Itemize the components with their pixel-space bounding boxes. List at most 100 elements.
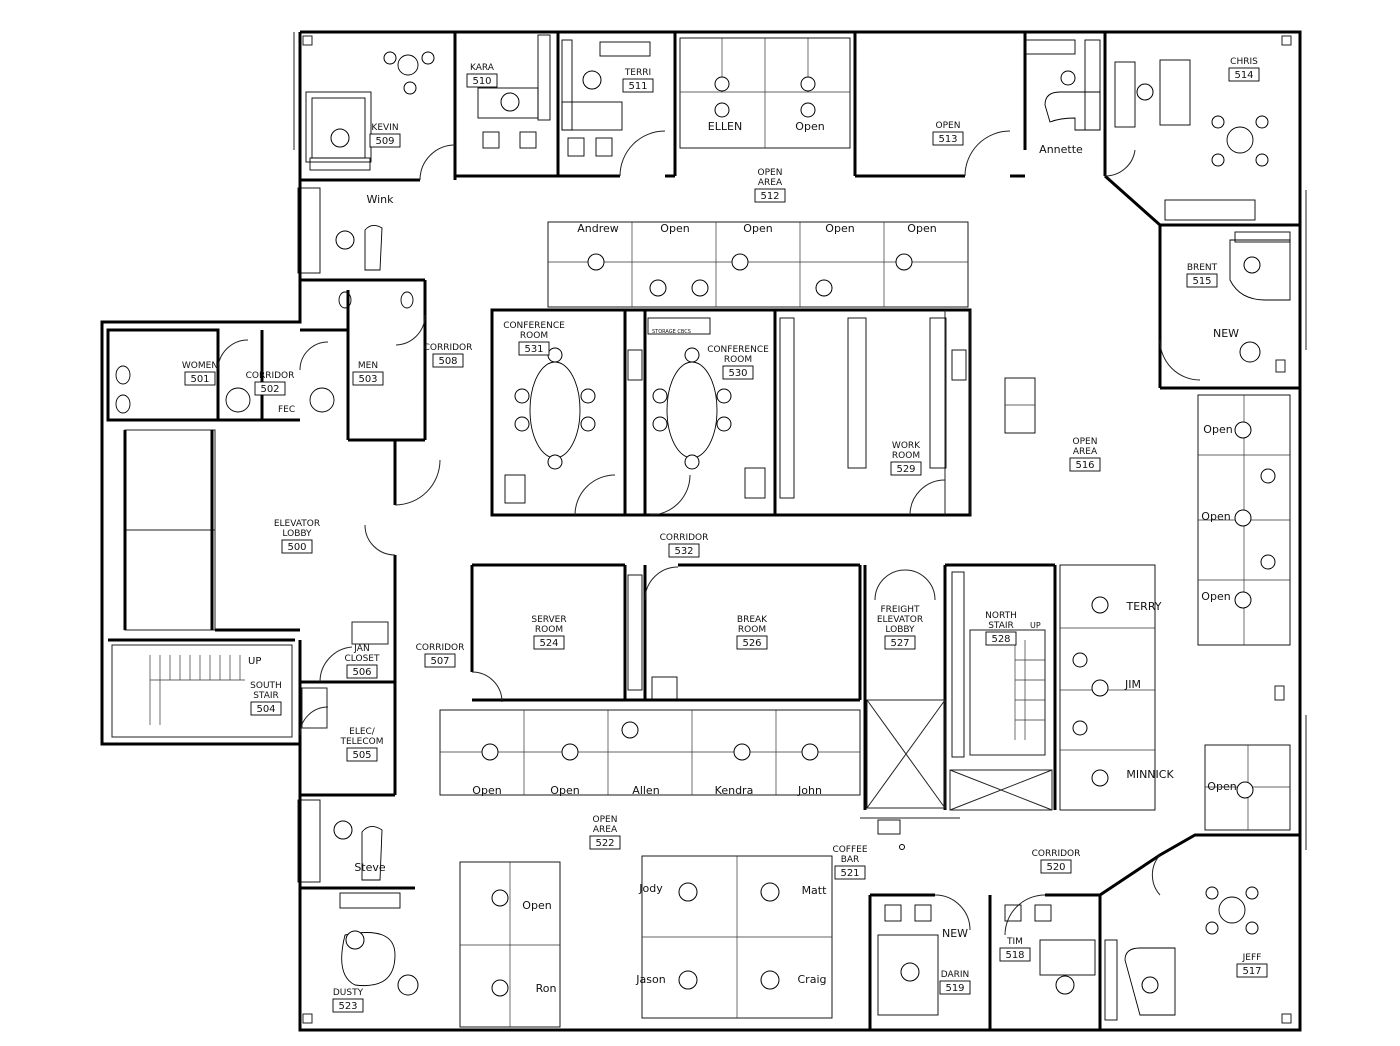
- occupant-label: Open: [795, 120, 824, 133]
- room-name: STAIR: [253, 691, 279, 701]
- workstation-cluster-center-east: [1059, 564, 1156, 811]
- room-number: 503: [358, 374, 377, 385]
- room-name: JAN: [353, 644, 369, 654]
- room-number: 530: [728, 368, 747, 379]
- room-number-box: [884, 635, 916, 650]
- occupant-label: NEW: [942, 927, 968, 940]
- occupant-label: Open: [907, 222, 936, 235]
- workstation-row-south: [439, 709, 861, 796]
- occupant-label: MINNICK: [1126, 768, 1174, 781]
- room-name: SOUTH: [250, 681, 282, 691]
- room-number-box: [668, 543, 700, 558]
- room-name: TELECOM: [339, 737, 383, 747]
- chris-office-furniture: [1114, 59, 1269, 221]
- room-number: 518: [1005, 950, 1024, 961]
- room-name: CHRIS: [1230, 57, 1258, 67]
- room-name: SERVER: [531, 615, 566, 625]
- south-core-walls: [470, 563, 1057, 850]
- occupant-label: Open: [1201, 590, 1230, 603]
- room-number-box: [254, 381, 286, 396]
- room-number: 508: [438, 356, 457, 367]
- occupant-label: Craig: [798, 973, 827, 986]
- room-number-box: [369, 133, 401, 148]
- room-name: ROOM: [892, 451, 920, 461]
- room-name: OPEN: [593, 815, 618, 825]
- room-number-box: [466, 73, 498, 88]
- room-number: 511: [628, 81, 647, 92]
- room-number: 522: [595, 838, 614, 849]
- room-name: STAIR: [988, 621, 1014, 631]
- room-label-510: KARA 510: [466, 63, 498, 88]
- room-number: 526: [742, 638, 761, 649]
- building-walls: [100, 30, 1307, 1032]
- room-name: KEVIN: [371, 123, 398, 133]
- room-name: CLOSET: [345, 654, 380, 664]
- occupant-label: Open: [743, 222, 772, 235]
- terri-office-furniture: [561, 39, 651, 157]
- room-number-box: [346, 747, 378, 762]
- occupant-label: Open: [1203, 423, 1232, 436]
- room-number-box: [533, 635, 565, 650]
- occupant-label: Jason: [635, 973, 665, 986]
- room-number: 502: [260, 384, 279, 395]
- room-label-501: WOMEN 501: [182, 361, 218, 386]
- room-name: ROOM: [535, 625, 563, 635]
- room-number-box: [424, 653, 456, 668]
- room-number-box: [1040, 859, 1072, 874]
- occupant-label: Open: [1201, 510, 1230, 523]
- room-name: CORRIDOR: [246, 371, 295, 381]
- occupant-label: Andrew: [577, 222, 619, 235]
- room-name: BAR: [841, 855, 860, 865]
- room-number: 527: [890, 638, 909, 649]
- room-number: 507: [430, 656, 449, 667]
- room-name: WOMEN: [182, 361, 218, 371]
- room-number-box: [622, 78, 654, 93]
- room-number: 501: [190, 374, 209, 385]
- room-number: 532: [674, 546, 693, 557]
- occupant-label: NEW: [1213, 327, 1239, 340]
- center-island-516: [1004, 377, 1036, 434]
- occupant-label: Allen: [632, 784, 659, 797]
- workstation-row-north: [547, 221, 969, 308]
- room-number: 512: [760, 191, 779, 202]
- room-number: 500: [287, 542, 306, 553]
- room-name: TERRI: [624, 68, 651, 78]
- room-name: DUSTY: [333, 988, 364, 998]
- kevin-office-furniture: [305, 51, 435, 171]
- room-number-box: [250, 701, 282, 716]
- room-name: CORRIDOR: [660, 533, 709, 543]
- room-label-523: DUSTY 523: [332, 988, 364, 1013]
- room-name: KARA: [470, 63, 495, 73]
- room-number: 520: [1046, 862, 1065, 873]
- room-number: 514: [1234, 70, 1253, 81]
- room-name: CONFERENCE: [707, 345, 769, 355]
- occupant-label: Open: [825, 222, 854, 235]
- workstation-cluster-north: [679, 37, 851, 149]
- room-number: 523: [338, 1001, 357, 1012]
- room-name: CONFERENCE: [503, 321, 565, 331]
- room-number-box: [184, 371, 216, 386]
- occupant-label: Matt: [802, 884, 828, 897]
- annette-office-furniture: [1024, 39, 1101, 131]
- room-name: ELEVATOR: [274, 519, 320, 529]
- room-number: 510: [472, 76, 491, 87]
- room-number-box: [1186, 273, 1218, 288]
- room-name: DARIN: [941, 970, 970, 980]
- room-number-box: [1236, 963, 1268, 978]
